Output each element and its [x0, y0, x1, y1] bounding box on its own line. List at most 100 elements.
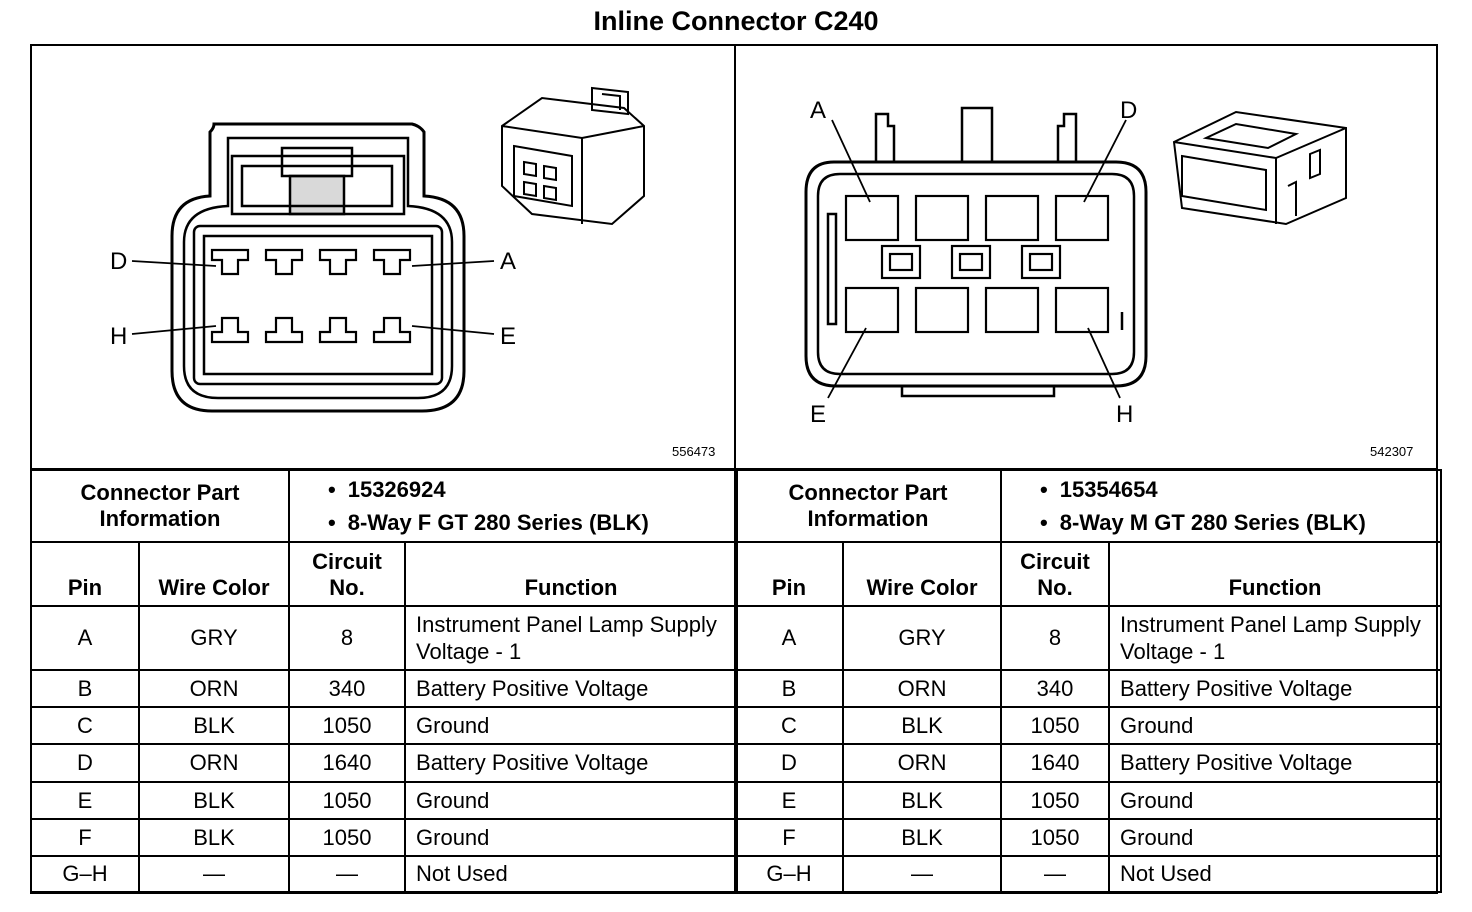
pin-cell: D	[30, 743, 140, 783]
top-terminal-row	[210, 248, 412, 276]
connector-3d-sketch	[1172, 110, 1347, 226]
wire-cell: BLK	[841, 706, 1003, 745]
pin-label-bottom-right: E	[500, 323, 516, 350]
wire-cell: —	[841, 855, 1003, 893]
header-circuit: Circuit No.	[1000, 541, 1111, 607]
table-row: C BLK 1050 Ground	[30, 706, 739, 745]
connector-3d-sketch	[501, 86, 645, 226]
function-cell: Battery Positive Voltage	[404, 743, 739, 783]
circuit-cell: 1050	[288, 818, 407, 857]
circuit-cell: 1050	[288, 706, 407, 745]
pin-cell: C	[30, 706, 140, 745]
function-cell: Battery Positive Voltage	[404, 669, 739, 708]
wire-cell: GRY	[841, 605, 1003, 671]
left-connector-diagram: D A H E	[32, 46, 734, 468]
pin-cell: B	[734, 669, 844, 708]
pin-label-bottom-right: H	[1116, 401, 1133, 428]
function-cell: Ground	[404, 781, 739, 820]
vertical-divider	[734, 44, 736, 470]
pin-leader-lines	[131, 260, 495, 335]
header-pin: Pin	[734, 541, 844, 607]
header-function: Function	[404, 541, 739, 607]
pin-label-top-right: A	[500, 248, 516, 275]
left-pinout-table: Connector Part Information 15326924 8-Wa…	[29, 469, 739, 893]
left-diagram-id: 556473	[672, 444, 716, 459]
pin-cell: F	[30, 818, 140, 857]
table-row: G–H — — Not Used	[734, 855, 1443, 893]
bottom-terminal-row	[210, 316, 412, 344]
table-row: A GRY 8 Instrument Panel Lamp Supply Vol…	[734, 605, 1443, 671]
wire-cell: BLK	[137, 706, 291, 745]
table-row: E BLK 1050 Ground	[30, 781, 739, 820]
function-cell: Ground	[1108, 818, 1443, 857]
header-wire-color: Wire Color	[137, 541, 291, 607]
circuit-cell: 1050	[1000, 818, 1111, 857]
wire-cell: BLK	[841, 818, 1003, 857]
function-cell: Ground	[404, 706, 739, 745]
table-row: G–H — — Not Used	[30, 855, 739, 893]
page-title: Inline Connector C240	[593, 6, 879, 36]
part-info-row: Connector Part Information 15354654 8-Wa…	[733, 469, 1443, 543]
pin-label-bottom-left: H	[110, 323, 127, 350]
male-keying-slots	[880, 244, 1062, 280]
wire-cell: BLK	[841, 781, 1003, 820]
right-connector-diagram: A D E H	[736, 46, 1436, 468]
table-row: B ORN 340 Battery Positive Voltage	[734, 669, 1443, 708]
table-row: B ORN 340 Battery Positive Voltage	[30, 669, 739, 708]
right-pinout-table: Connector Part Information 15354654 8-Wa…	[733, 469, 1443, 893]
pin-cell: E	[734, 781, 844, 820]
pin-label-top-left: D	[110, 248, 127, 275]
header-pin: Pin	[30, 541, 140, 607]
pin-label-top-right: D	[1120, 97, 1137, 124]
male-terminal-top-row	[844, 194, 1110, 242]
table-row: F BLK 1050 Ground	[734, 818, 1443, 857]
wire-cell: GRY	[137, 605, 291, 671]
part-info-label: Connector Part Information	[733, 469, 1003, 543]
function-cell: Ground	[1108, 781, 1443, 820]
header-wire-color: Wire Color	[841, 541, 1003, 607]
pin-cell: A	[734, 605, 844, 671]
table-header-row: Pin Wire Color Circuit No. Function	[30, 541, 739, 607]
pin-cell: B	[30, 669, 140, 708]
header-circuit: Circuit No.	[288, 541, 407, 607]
male-connector-body	[804, 106, 1148, 398]
part-info-row: Connector Part Information 15326924 8-Wa…	[29, 469, 739, 543]
circuit-cell: 1050	[1000, 781, 1111, 820]
wire-cell: ORN	[841, 669, 1003, 708]
wire-cell: ORN	[137, 743, 291, 783]
circuit-cell: 1640	[1000, 743, 1111, 783]
circuit-cell: 8	[1000, 605, 1111, 671]
circuit-cell: 8	[288, 605, 407, 671]
wire-cell: ORN	[841, 743, 1003, 783]
table-header-row: Pin Wire Color Circuit No. Function	[734, 541, 1443, 607]
header-function: Function	[1108, 541, 1443, 607]
circuit-cell: 340	[1000, 669, 1111, 708]
function-cell: Not Used	[1108, 855, 1443, 893]
function-cell: Battery Positive Voltage	[1108, 743, 1443, 783]
table-row: E BLK 1050 Ground	[734, 781, 1443, 820]
table-row: D ORN 1640 Battery Positive Voltage	[30, 743, 739, 783]
part-info-values: 15326924 8-Way F GT 280 Series (BLK)	[288, 469, 739, 543]
circuit-cell: —	[1000, 855, 1111, 893]
pin-label-bottom-left: E	[810, 401, 826, 428]
function-cell: Instrument Panel Lamp Supply Voltage - 1	[404, 605, 739, 671]
pin-cell: E	[30, 781, 140, 820]
wire-cell: BLK	[137, 818, 291, 857]
circuit-cell: 1640	[288, 743, 407, 783]
function-cell: Instrument Panel Lamp Supply Voltage - 1	[1108, 605, 1443, 671]
pin-cell: A	[30, 605, 140, 671]
part-series: 8-Way F GT 280 Series (BLK)	[328, 506, 730, 539]
pin-cell: G–H	[30, 855, 140, 893]
function-cell: Ground	[404, 818, 739, 857]
pin-cell: G–H	[734, 855, 844, 893]
male-terminal-bottom-row	[844, 286, 1110, 334]
pin-cell: F	[734, 818, 844, 857]
female-connector-body	[170, 122, 466, 413]
horizontal-divider	[30, 468, 1438, 470]
function-cell: Not Used	[404, 855, 739, 893]
pin-cell: C	[734, 706, 844, 745]
right-diagram-id: 542307	[1370, 444, 1414, 459]
circuit-cell: 1050	[288, 781, 407, 820]
function-cell: Battery Positive Voltage	[1108, 669, 1443, 708]
part-info-label: Connector Part Information	[29, 469, 291, 543]
